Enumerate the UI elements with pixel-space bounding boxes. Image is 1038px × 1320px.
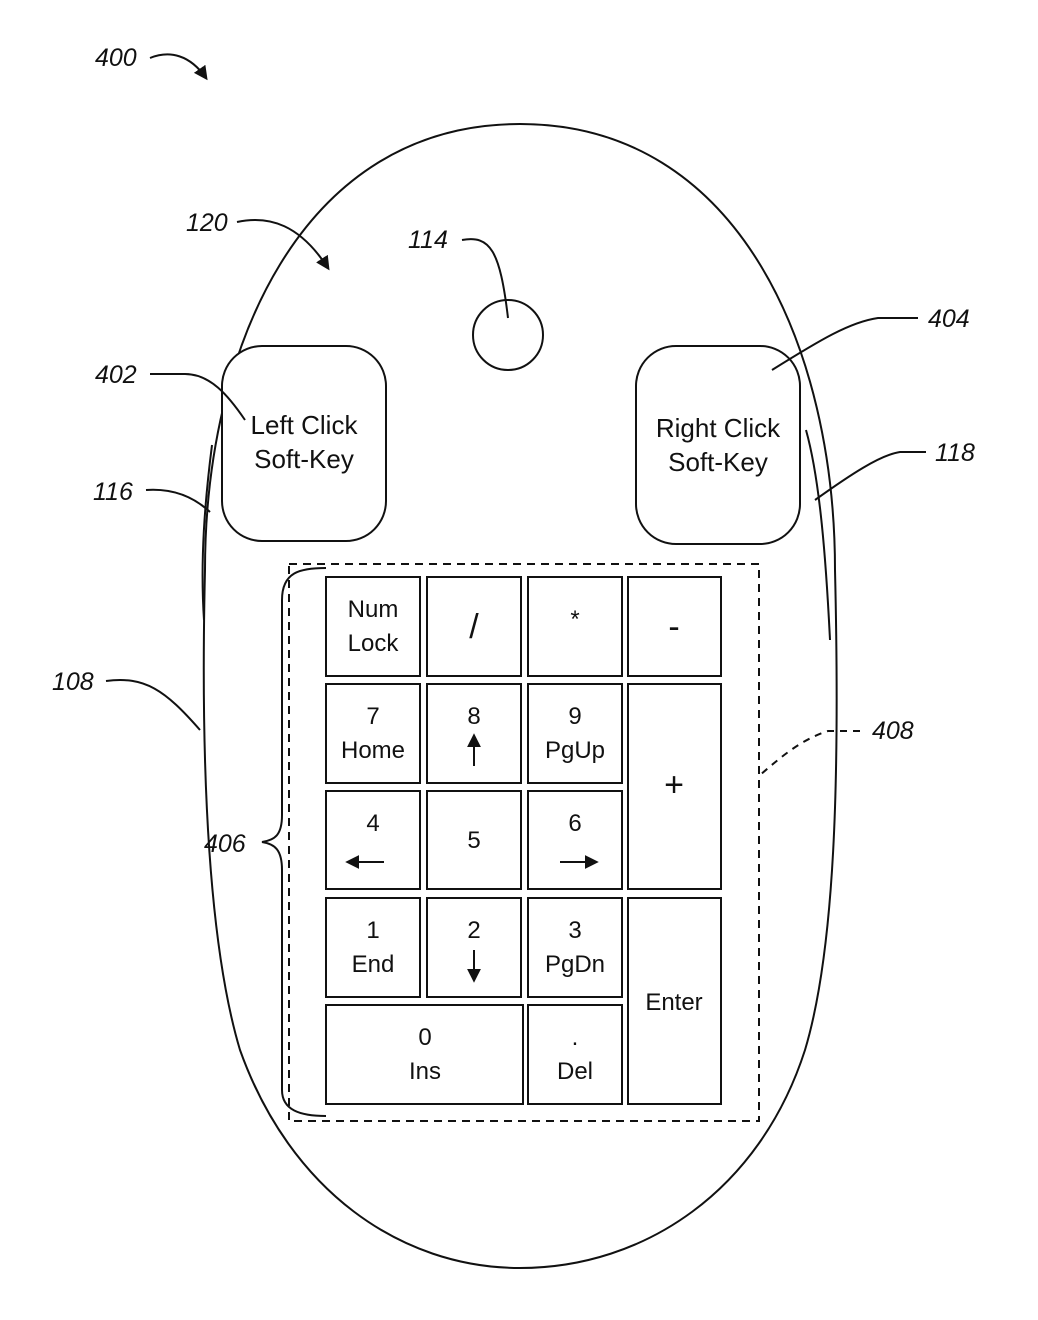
key-7-home[interactable]: 7 Home (325, 683, 421, 784)
key-0-label: 0 (418, 1024, 431, 1051)
key-multiply-label: * (570, 606, 579, 633)
key-del-label: Del (557, 1058, 593, 1085)
leader-116 (145, 488, 211, 513)
key-plus[interactable]: + (627, 683, 722, 890)
label-402: 402 (95, 361, 137, 389)
key-2-down[interactable]: 2 (426, 897, 522, 998)
key-num-lock-label-1: Num (348, 596, 399, 623)
key-1-label: 1 (366, 917, 379, 944)
label-404: 404 (928, 305, 970, 333)
key-end-label: End (352, 951, 395, 978)
key-8-up[interactable]: 8 (426, 683, 522, 784)
left-side-grip-line (201, 444, 213, 621)
right-click-label-line2: Soft-Key (668, 447, 768, 477)
leader-400 (149, 53, 208, 81)
key-num-lock[interactable]: Num Lock (325, 576, 421, 677)
key-divide-label: / (469, 608, 479, 646)
key-4-left[interactable]: 4 (325, 790, 421, 890)
key-multiply[interactable]: * (527, 576, 623, 677)
right-click-soft-key[interactable]: Right Click Soft-Key (635, 345, 801, 545)
key-7-label: 7 (366, 703, 379, 730)
label-408: 408 (872, 717, 914, 745)
key-num-lock-label-2: Lock (348, 630, 400, 657)
key-3-pgdn[interactable]: 3 PgDn (527, 897, 623, 998)
label-118: 118 (935, 439, 975, 467)
key-divide[interactable]: / (426, 576, 522, 677)
key-dot-del[interactable]: . Del (527, 1004, 623, 1105)
right-click-label-line1: Right Click (656, 413, 781, 443)
key-9-label: 9 (568, 703, 581, 730)
scroll-ball[interactable] (472, 299, 544, 371)
key-6-label: 6 (568, 810, 581, 837)
key-3-label: 3 (568, 917, 581, 944)
left-click-label-line2: Soft-Key (254, 444, 354, 474)
key-enter-label: Enter (645, 989, 702, 1016)
keypad-region-outline (288, 563, 760, 1122)
left-click-soft-key[interactable]: Left Click Soft-Key (221, 345, 387, 542)
label-400: 400 (95, 44, 137, 72)
leader-408 (759, 730, 860, 776)
key-1-end[interactable]: 1 End (325, 897, 421, 998)
key-5-label: 5 (467, 827, 480, 854)
key-ins-label: Ins (409, 1058, 441, 1085)
mouse-body-outline (202, 122, 838, 1270)
leader-118 (814, 451, 926, 501)
key-home-label: Home (341, 737, 405, 764)
key-pgdn-label: PgDn (545, 951, 605, 978)
key-dot-label: . (572, 1024, 579, 1051)
key-pgup-label: PgUp (545, 737, 605, 764)
left-click-label-line1: Left Click (251, 410, 359, 440)
label-406: 406 (204, 830, 246, 858)
key-5[interactable]: 5 (426, 790, 522, 890)
leader-114 (461, 238, 509, 319)
leader-404 (771, 317, 918, 371)
key-6-right[interactable]: 6 (527, 790, 623, 890)
key-4-label: 4 (366, 810, 379, 837)
key-9-pgup[interactable]: 9 PgUp (527, 683, 623, 784)
keypad-brace (261, 567, 327, 1117)
leader-120 (236, 218, 330, 271)
key-8-label: 8 (467, 703, 480, 730)
label-120: 120 (186, 209, 228, 237)
right-side-grip-line (805, 429, 831, 641)
numeric-keypad: Num Lock / * - 7 Home 8 9 PgUp (325, 576, 722, 1105)
key-plus-label: + (664, 766, 684, 804)
key-minus[interactable]: - (627, 576, 722, 677)
key-minus-label: - (668, 608, 679, 646)
label-116: 116 (93, 478, 133, 506)
key-2-label: 2 (467, 917, 480, 944)
label-114: 114 (408, 226, 448, 254)
label-108: 108 (52, 668, 94, 696)
leader-108 (105, 679, 201, 731)
key-0-ins[interactable]: 0 Ins (325, 1004, 524, 1105)
leader-402 (150, 373, 246, 421)
key-enter[interactable]: Enter (627, 897, 722, 1105)
